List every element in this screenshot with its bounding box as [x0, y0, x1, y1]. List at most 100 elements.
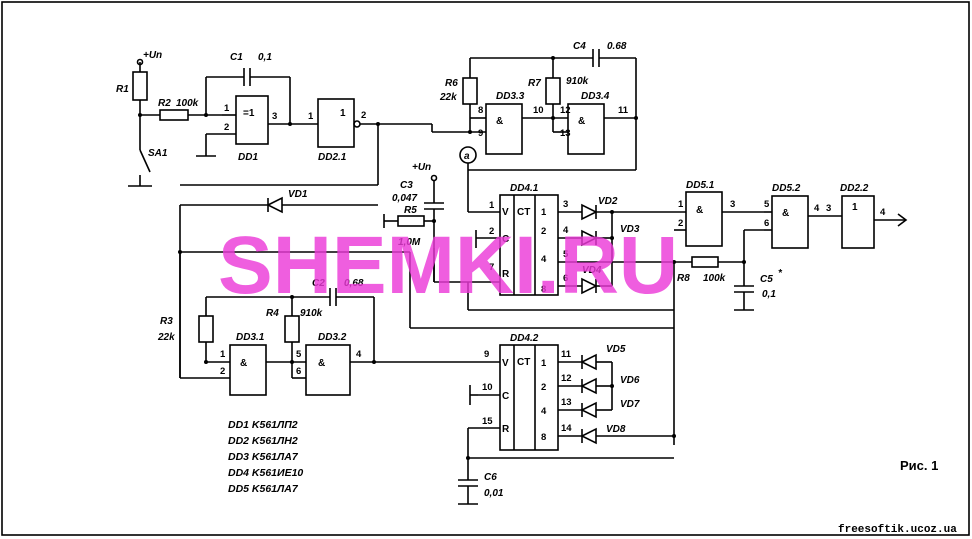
svg-text:2: 2 — [541, 382, 546, 393]
legend-dd5: DD5 K561ЛА7 — [228, 483, 299, 495]
component-legend: DD1 K561ЛП2 DD2 K561ЛН2 DD3 K561ЛА7 DD4 … — [228, 419, 303, 495]
dd3-4-symbol: & — [578, 116, 585, 127]
label-vd3: VD3 — [620, 224, 640, 235]
dd5-2-chip — [771, 195, 809, 249]
svg-text:2: 2 — [678, 218, 683, 229]
label-r5-val: 1,0M — [398, 237, 421, 248]
diode-vd2 — [581, 203, 598, 221]
svg-text:1: 1 — [220, 349, 226, 360]
label-c5-val: 0,1 — [762, 289, 776, 300]
svg-text:9: 9 — [478, 128, 483, 139]
svg-text:12: 12 — [561, 373, 572, 384]
label-dd3-2: DD3.2 — [318, 332, 347, 343]
label-r2-val: 100k — [176, 98, 199, 109]
label-r5: R5 — [404, 205, 417, 216]
label-r3-val: 22k — [157, 332, 175, 343]
dd3-3-symbol: & — [496, 116, 503, 127]
svg-text:7: 7 — [489, 262, 494, 273]
svg-text:3: 3 — [730, 199, 735, 210]
label-c2: C2 — [312, 278, 325, 289]
label-vd7: VD7 — [620, 399, 640, 410]
svg-text:1: 1 — [224, 103, 230, 114]
svg-text:2: 2 — [220, 366, 225, 377]
dd4-1-r: R — [502, 269, 510, 280]
dd3-1-symbol: & — [240, 358, 247, 369]
svg-text:1: 1 — [678, 199, 684, 210]
label-dd3-1: DD3.1 — [236, 332, 265, 343]
label-vd4: VD4 — [582, 265, 602, 276]
resistor-r3 — [198, 315, 214, 343]
dd5-1-group: & DD5.1 1 2 3 R8 100k C5 * 0,1 — [674, 180, 783, 311]
label-dd2-1: DD2.1 — [318, 152, 347, 163]
label-dd4-1: DD4.1 — [510, 183, 539, 194]
svg-text:1: 1 — [308, 111, 314, 122]
resistor-r7 — [545, 77, 561, 105]
svg-text:10: 10 — [482, 382, 493, 393]
dd1-chip — [235, 95, 269, 145]
svg-text:13: 13 — [560, 128, 571, 139]
svg-text:6: 6 — [764, 218, 769, 229]
label-vd1: VD1 — [288, 189, 308, 200]
svg-text:1: 1 — [541, 207, 547, 218]
label-c1-val: 0,1 — [258, 52, 272, 63]
label-dd3-3: DD3.3 — [496, 91, 525, 102]
resistor-r4 — [284, 315, 300, 343]
label-dd1: DD1 — [238, 152, 258, 163]
diode-vd3 — [581, 229, 598, 247]
svg-text:1: 1 — [541, 358, 547, 369]
dd4-1-c: C — [502, 234, 509, 245]
svg-text:5: 5 — [764, 199, 770, 210]
dd4-2-ct: CT — [517, 357, 530, 368]
label-r6-val: 22k — [439, 92, 457, 103]
power-supply-top-left: +Un R1 R2 100k SA1 — [116, 50, 222, 187]
dd4-2-c: C — [502, 391, 509, 402]
svg-text:8: 8 — [541, 432, 546, 443]
dd3-1-chip — [229, 344, 267, 396]
svg-text:13: 13 — [561, 397, 572, 408]
label-vplus-top: +Un — [143, 50, 162, 61]
svg-text:5: 5 — [296, 349, 302, 360]
dd4-1-group: DD4.1 CT V C R 1 2 7 1 2 4 8 3 4 5 6 — [433, 163, 676, 445]
resistor-r8 — [691, 256, 719, 268]
svg-text:2: 2 — [489, 226, 494, 237]
label-r6: R6 — [445, 78, 458, 89]
svg-text:15: 15 — [482, 416, 493, 427]
output-arrow-icon — [897, 213, 908, 227]
svg-text:6: 6 — [296, 366, 301, 377]
label-r1: R1 — [116, 84, 129, 95]
label-r4-val: 910k — [300, 308, 323, 319]
svg-text:3: 3 — [563, 199, 568, 210]
dd2-2-chip — [841, 195, 875, 249]
svg-text:3: 3 — [272, 111, 277, 122]
label-c4: C4 — [573, 41, 586, 52]
diode-vd8 — [580, 427, 597, 445]
dd4-1-ct: CT — [517, 207, 530, 218]
dd2-1-chip — [317, 98, 355, 148]
dd1-group: C1 0,1 =1 DD1 1 2 3 — [196, 52, 318, 163]
c3-r5-group: +Un C3 0,047 R5 1,0M — [383, 162, 500, 283]
label-c6-val: 0,01 — [484, 488, 504, 499]
label-dd5-1: DD5.1 — [686, 180, 715, 191]
dd4-1-v: V — [502, 207, 509, 218]
legend-dd1: DD1 K561ЛП2 — [228, 419, 298, 431]
svg-text:9: 9 — [484, 349, 489, 360]
label-vd8: VD8 — [606, 424, 626, 435]
label-dd3-4: DD3.4 — [581, 91, 610, 102]
dd3-2-chip — [305, 344, 351, 396]
svg-text:6: 6 — [563, 273, 568, 284]
svg-text:11: 11 — [618, 105, 629, 116]
label-c6: C6 — [484, 472, 497, 483]
svg-text:4: 4 — [563, 225, 569, 236]
dd4-2-group: DD4.2 CT V C R 9 10 15 1 2 4 8 C6 0,01 1… — [458, 333, 674, 505]
dd2-1-symbol: 1 — [340, 108, 346, 119]
dd1-symbol: =1 — [243, 108, 255, 119]
label-c3-val: 0,047 — [392, 193, 417, 204]
legend-dd2: DD2 K561ЛН2 — [228, 435, 298, 447]
dd3-3-dd3-4-group: C4 0.68 R6 22k & DD3.3 8 9 10 R7 910k & … — [439, 41, 638, 171]
svg-text:2: 2 — [541, 226, 546, 237]
diode-vd1 — [266, 196, 283, 214]
svg-text:3: 3 — [826, 203, 831, 214]
